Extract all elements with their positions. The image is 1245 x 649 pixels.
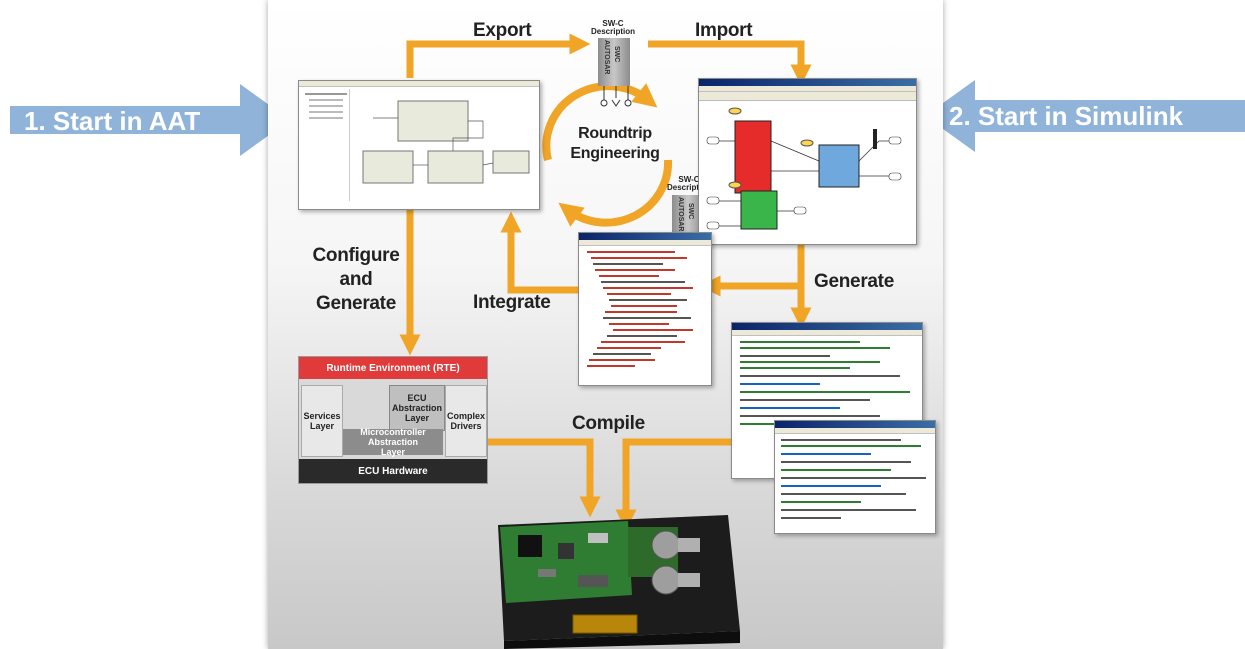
aat-tool-window <box>298 80 540 210</box>
complex-drivers-layer: Complex Drivers <box>445 385 487 457</box>
aat-tabs <box>299 81 539 87</box>
simulink-window <box>698 78 917 245</box>
rte-layer: Runtime Environment (RTE) <box>299 357 487 379</box>
export-label: Export <box>473 20 532 41</box>
autosar-swc-box-top: AUTOSAR SWC <box>598 38 630 86</box>
start-in-simulink-banner: 2. Start in Simulink <box>925 80 1245 152</box>
ecu-abs-line-1: ECU <box>407 393 427 403</box>
simulink-block-red <box>734 120 772 194</box>
services-layer: Services Layer <box>301 385 343 457</box>
ecu-abs-line-2: Abstraction <box>391 403 442 413</box>
compile-label: Compile <box>572 413 645 434</box>
xml-titlebar <box>579 233 711 240</box>
swc-description-mid: SW-C Description <box>664 176 714 192</box>
swc-desc-top-line-1: SW-C <box>602 19 624 28</box>
xml-menubar <box>579 240 711 246</box>
swc-desc-mid-line-1: SW-C <box>678 175 700 184</box>
services-line-2: Layer <box>309 421 335 431</box>
configure-line-2: and <box>339 269 373 290</box>
swc-ports-top <box>600 86 632 107</box>
roundtrip-line-2: Engineering <box>570 145 660 162</box>
configure-line-3: Generate <box>316 293 396 314</box>
xml-document-window <box>578 232 712 386</box>
mcal-line-2: Layer <box>380 447 406 457</box>
swc-desc-mid-line-2: Description <box>666 183 711 192</box>
autosar-top-text: AUTOSAR <box>603 40 610 75</box>
ecu-abs-line-3: Layer <box>404 413 430 423</box>
roundtrip-label: Roundtrip Engineering <box>555 124 675 164</box>
mcal-line-1: Microcontroller Abstraction <box>360 427 426 447</box>
ecu-abstraction-layer: ECU Abstraction Layer <box>389 385 445 431</box>
banner-arrow-left-shape <box>10 84 290 156</box>
generate-label: Generate <box>814 271 894 292</box>
banner-left-label: 1. Start in AAT <box>24 106 201 136</box>
flow-arrows <box>399 33 812 531</box>
services-line-1: Services <box>303 411 341 421</box>
simulink-block-blue <box>818 144 860 188</box>
simulink-block-green <box>740 190 778 230</box>
generated-code-window-front <box>774 420 936 534</box>
code-front-menubar <box>775 428 935 434</box>
roundtrip-line-1: Roundtrip <box>578 125 652 142</box>
ecu-hardware-label: ECU Hardware <box>358 465 428 477</box>
simulink-menubar <box>699 86 916 92</box>
integrate-label: Integrate <box>473 292 551 313</box>
aat-tree <box>303 89 350 201</box>
code-back-menubar <box>732 330 922 336</box>
complex-line-2: Drivers <box>450 421 482 431</box>
code-front-titlebar <box>775 421 935 428</box>
aat-composition-canvas <box>362 100 530 184</box>
complex-line-1: Complex <box>446 411 485 421</box>
ecu-hardware-layer: ECU Hardware <box>299 459 487 483</box>
simulink-titlebar <box>699 79 916 86</box>
mcal-layer: Microcontroller Abstraction Layer <box>343 427 443 457</box>
code-back-titlebar <box>732 323 922 330</box>
configure-line-1: Configure <box>312 245 400 266</box>
rte-label: Runtime Environment (RTE) <box>326 362 460 374</box>
swc-top-text: SWC <box>613 46 620 63</box>
motor-control-demo-board <box>498 515 740 649</box>
start-in-aat-banner: 1. Start in AAT <box>0 84 290 156</box>
import-label: Import <box>695 20 753 41</box>
simulink-toolbar <box>699 92 916 101</box>
simulink-canvas <box>706 107 902 230</box>
swc-description-top: SW-C Description <box>588 20 638 36</box>
configure-label: Configure and Generate <box>306 244 406 316</box>
swc-mid-text: SWC <box>687 203 694 220</box>
diagram-panel: Export Import Configure and Generate Int… <box>268 0 943 649</box>
autosar-mid-text: AUTOSAR <box>677 197 684 232</box>
banner-arrow-right-shape <box>925 80 1245 152</box>
autosar-architecture: Runtime Environment (RTE) Services Layer… <box>298 356 488 484</box>
banner-right-label: 2. Start in Simulink <box>949 101 1184 131</box>
swc-desc-top-line-2: Description <box>590 27 635 36</box>
